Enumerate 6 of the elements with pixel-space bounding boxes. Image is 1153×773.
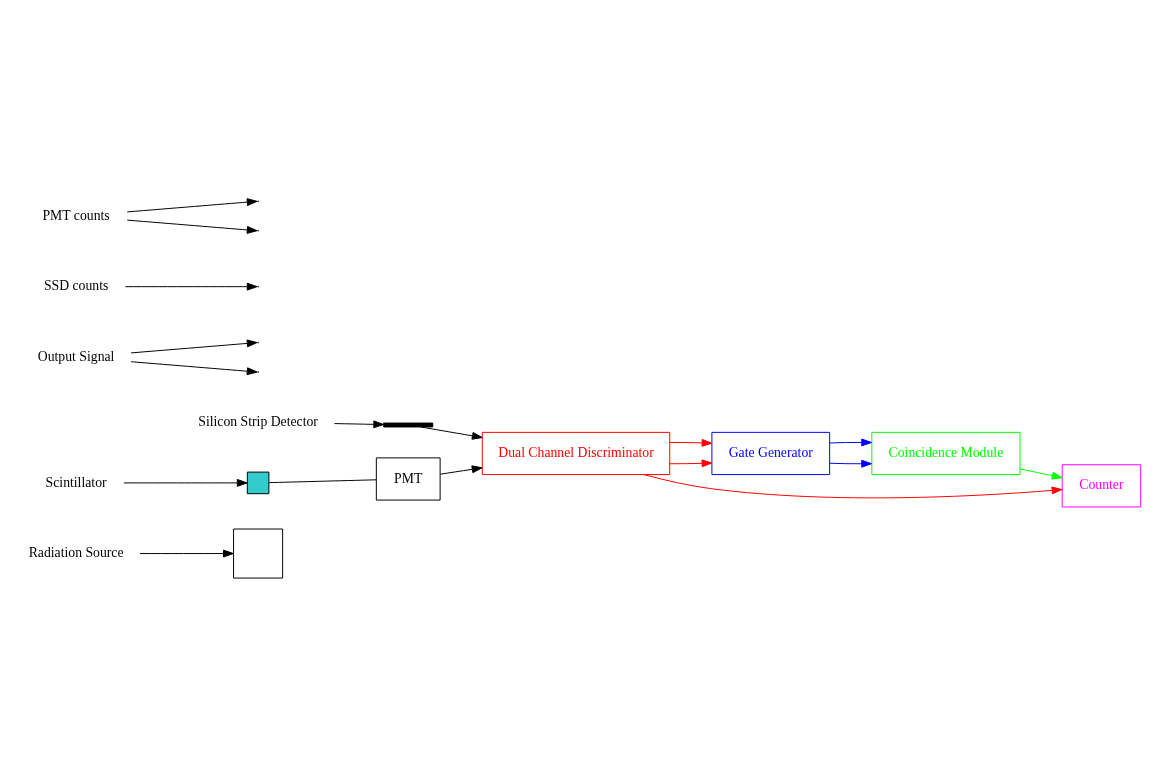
node-text: Silicon Strip Detector <box>198 413 318 429</box>
node-text: Scintillator <box>45 474 107 490</box>
node-text: SSD counts <box>43 278 109 294</box>
node-text: Output Signal <box>37 348 115 364</box>
node-text: Radiation Source <box>28 545 124 561</box>
node-text: PMT counts <box>42 207 110 223</box>
